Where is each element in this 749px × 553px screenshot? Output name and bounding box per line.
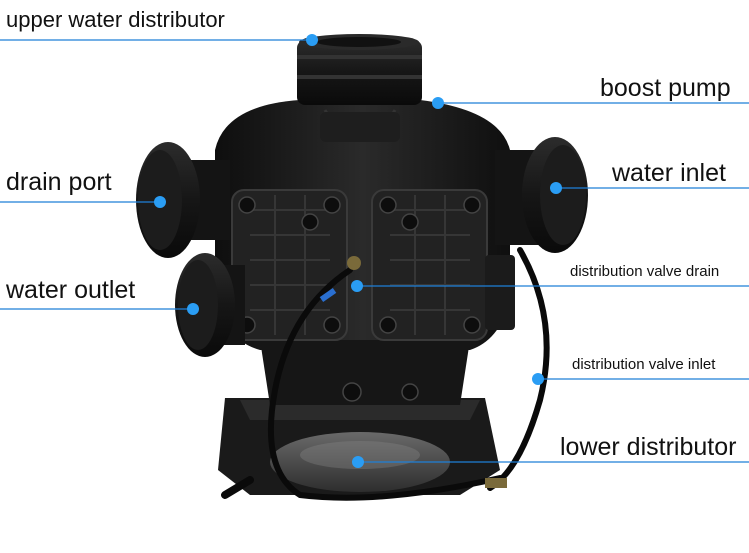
valve-body [215, 100, 515, 405]
water-inlet-fitting [495, 137, 588, 253]
label-water-outlet: water outlet [6, 276, 136, 304]
upper-distributor-cap [297, 34, 422, 105]
lower-base [218, 398, 500, 495]
label-boost-pump: boost pump [600, 74, 731, 102]
drain-fitting-brass [347, 256, 361, 270]
dot-lower [352, 456, 364, 468]
tube-collar [319, 287, 337, 303]
leader-lines [0, 39, 749, 463]
water-outlet-fitting [175, 253, 245, 357]
label-distribution-valve-drain: distribution valve drain [570, 263, 720, 280]
dot-outlet [187, 303, 199, 315]
dot-boost [432, 97, 444, 109]
label-drain-port: drain port [6, 168, 112, 196]
dot-dv-drain [351, 280, 363, 292]
label-lower-distributor: lower distributor [560, 433, 737, 461]
label-upper-water-distributor: upper water distributor [6, 7, 225, 32]
dot-drain [154, 196, 166, 208]
tubing [221, 247, 550, 501]
marker-dots [154, 34, 562, 468]
dot-dv-inlet [532, 373, 544, 385]
dot-upper [306, 34, 318, 46]
tube-end-fitting [485, 478, 507, 488]
dot-inlet [550, 182, 562, 194]
label-water-inlet: water inlet [612, 159, 726, 187]
label-distribution-valve-inlet: distribution valve inlet [572, 356, 716, 373]
